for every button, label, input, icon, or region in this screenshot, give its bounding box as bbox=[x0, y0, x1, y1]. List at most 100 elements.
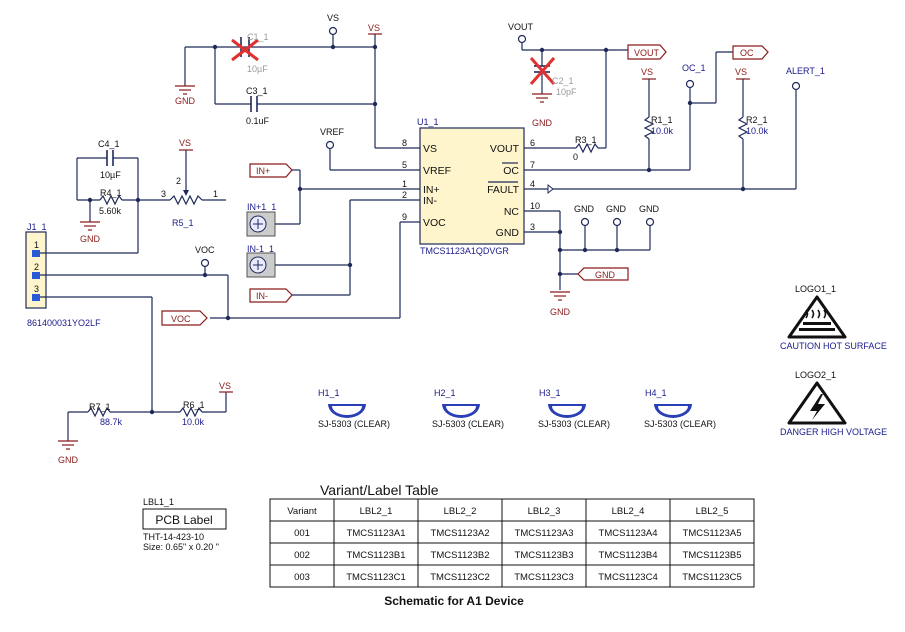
net-label-vs: VS bbox=[219, 381, 231, 391]
ic-pin-name: GND bbox=[496, 227, 520, 239]
net-label-oc-1: OC_1 bbox=[682, 63, 706, 73]
table-header-cell: LBL2_2 bbox=[444, 506, 477, 517]
offset-divider: R7_1 88.7k VS R6_1 10.0k GND bbox=[58, 381, 233, 465]
port-voc: VOC bbox=[171, 314, 191, 324]
gnd-label: GND bbox=[550, 307, 571, 317]
logo2-ref: LOGO2_1 bbox=[795, 370, 836, 380]
ic-pin-name: VS bbox=[423, 143, 437, 155]
fault-network: VS R2_1 10.0k ALERT_1 bbox=[547, 66, 825, 195]
connector-j1: J1_1 1 2 3 861400031YO2LF VOC bbox=[25, 200, 229, 412]
net-label-vs: VS bbox=[327, 13, 339, 23]
voc-divider: C4_1 10µF R4_1 5.60k GND 3 1 2 VS R5_1 bbox=[76, 138, 226, 244]
gnd-label: GND bbox=[175, 96, 196, 106]
r7-ref: R7_1 bbox=[89, 402, 111, 412]
ic-u1: U1_1 TMCS1123A1QDVGR 8 5 1 2 9 VS VREF I… bbox=[300, 117, 560, 256]
r2-value: 10.0k bbox=[746, 126, 769, 136]
gnd-label: GND bbox=[606, 204, 627, 214]
table-header-cell: LBL2_3 bbox=[528, 506, 561, 517]
port-in-plus: IN+ bbox=[256, 166, 270, 176]
in-minus-term-ref: IN-1_1 bbox=[247, 244, 274, 254]
c2-ref: C2_1 bbox=[552, 76, 574, 86]
ic-pin-num: 9 bbox=[402, 212, 407, 222]
table-cell: TMCS1123B1 bbox=[347, 550, 406, 561]
net-label-vref: VREF bbox=[320, 127, 345, 137]
gnd-label: GND bbox=[80, 234, 101, 244]
r3-value: 0 bbox=[573, 152, 578, 162]
r5-pin3: 3 bbox=[161, 189, 166, 199]
hardware-h4: H4_1 SJ-5303 (CLEAR) bbox=[644, 388, 716, 429]
r5-pin1: 1 bbox=[213, 189, 218, 199]
j1-pin: 1 bbox=[34, 240, 39, 250]
net-label-vs: VS bbox=[368, 23, 380, 33]
table-cell: TMCS1123B2 bbox=[431, 550, 490, 561]
table-header-cell: LBL2_1 bbox=[360, 506, 393, 517]
gnd-label: GND bbox=[58, 455, 79, 465]
port-oc: OC bbox=[740, 48, 754, 58]
ic-pin-name: VOUT bbox=[490, 143, 520, 155]
label-title: PCB Label bbox=[155, 513, 212, 527]
c3-value: 0.1uF bbox=[246, 116, 270, 126]
label-part: THT-14-423-10 bbox=[143, 532, 204, 542]
table-header-cell: Variant bbox=[287, 506, 317, 517]
ic-pin-num: 2 bbox=[402, 190, 407, 200]
j1-pin: 3 bbox=[34, 284, 39, 294]
table-cell: TMCS1123B4 bbox=[599, 550, 658, 561]
ic-pin-name: IN+ bbox=[423, 184, 440, 196]
logo-hot-surface: LOGO1_1 CAUTION HOT SURFACE bbox=[780, 284, 887, 351]
r4-value: 5.60k bbox=[99, 206, 122, 216]
high-voltage-icon bbox=[810, 394, 825, 420]
table-cell: 001 bbox=[294, 528, 310, 539]
oc-network: VS R1_1 10.0k OC_1 OC bbox=[560, 45, 769, 173]
port-gnd: GND bbox=[595, 270, 616, 280]
ic-pin-num: 6 bbox=[530, 138, 535, 148]
gnd-label: GND bbox=[532, 118, 553, 128]
ic-pin-name: OC bbox=[503, 165, 519, 177]
pcb-label: LBL1_1 PCB Label THT-14-423-10 Size: 0.6… bbox=[142, 497, 227, 552]
in-plus-term-ref: IN+1_1 bbox=[247, 202, 276, 212]
ic-pin-num: 10 bbox=[530, 201, 540, 211]
logo2-caption: DANGER HIGH VOLTAGE bbox=[780, 427, 887, 437]
table-cell: TMCS1123C4 bbox=[598, 572, 658, 583]
ic-pin-name: IN- bbox=[423, 195, 438, 207]
table-cell: TMCS1123B5 bbox=[683, 550, 742, 561]
logo-high-voltage: LOGO2_1 DANGER HIGH VOLTAGE bbox=[780, 370, 887, 437]
r5-pin2: 2 bbox=[176, 176, 181, 186]
table-cell: TMCS1123B3 bbox=[515, 550, 574, 561]
h1-ref: H1_1 bbox=[318, 388, 340, 398]
ic-pin-num: 3 bbox=[530, 222, 535, 232]
table-cell: TMCS1123A1 bbox=[347, 528, 406, 539]
gnd-label: GND bbox=[574, 204, 595, 214]
net-label-vout: VOUT bbox=[508, 22, 534, 32]
c2-value: 10pF bbox=[556, 87, 577, 97]
c4-ref: C4_1 bbox=[98, 139, 120, 149]
gnd-label: GND bbox=[639, 204, 660, 214]
footer-caption: Schematic for A1 Device bbox=[384, 594, 524, 608]
h2-ref: H2_1 bbox=[434, 388, 456, 398]
vout-network: VOUT VOUT C2_1 10pF GND R3_1 0 bbox=[508, 22, 667, 162]
label-size: Size: 0.65" x 0.20 " bbox=[143, 542, 219, 552]
r6-value: 10.0k bbox=[182, 417, 205, 427]
ic-pin-num: 8 bbox=[402, 138, 407, 148]
c4-value: 10µF bbox=[100, 170, 121, 180]
h3-ref: H3_1 bbox=[539, 388, 561, 398]
label-ref: LBL1_1 bbox=[143, 497, 174, 507]
logo1-caption: CAUTION HOT SURFACE bbox=[780, 341, 887, 351]
j1-part: 861400031YO2LF bbox=[27, 318, 101, 328]
table-header-cell: LBL2_5 bbox=[696, 506, 729, 517]
table-header-cell: LBL2_4 bbox=[612, 506, 645, 517]
table-cell: 002 bbox=[294, 550, 310, 561]
ic-pin-name: VOC bbox=[423, 217, 446, 229]
ic-pin-num: 1 bbox=[402, 179, 407, 189]
net-label-voc: VOC bbox=[195, 245, 215, 255]
hardware-h1: H1_1 SJ-5303 (CLEAR) bbox=[318, 388, 390, 429]
table-cell: TMCS1123A4 bbox=[599, 528, 658, 539]
h1-part: SJ-5303 (CLEAR) bbox=[318, 419, 390, 429]
table-cell: TMCS1123C2 bbox=[430, 572, 490, 583]
ic-pin-num: 5 bbox=[402, 160, 407, 170]
vs-decoupling: VS VS C1_1 10µF GND C3_1 0.1uF bbox=[175, 13, 382, 148]
r1-value: 10.0k bbox=[651, 126, 674, 136]
net-label-vs: VS bbox=[735, 67, 747, 77]
gnd-network-right: GND GND GND GND GND bbox=[550, 204, 660, 317]
h3-part: SJ-5303 (CLEAR) bbox=[538, 419, 610, 429]
